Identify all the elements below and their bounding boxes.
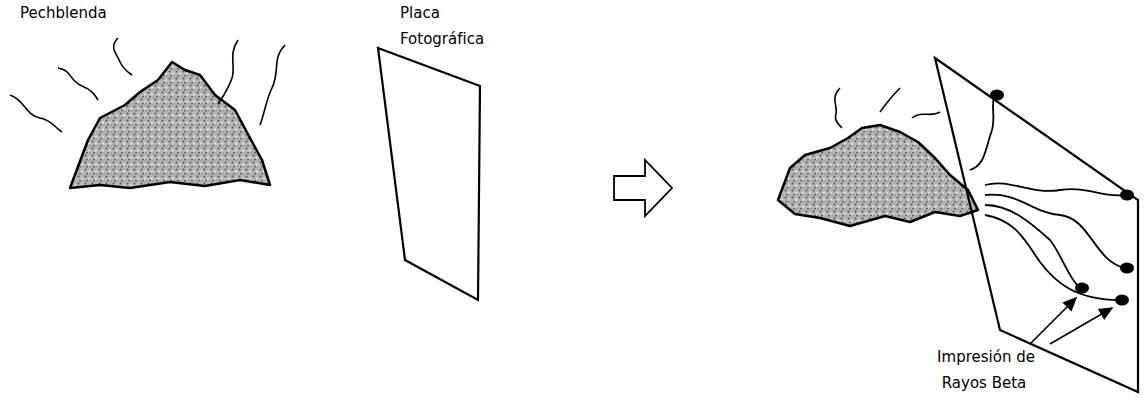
pitchblende-rock [778,125,978,226]
impact-dots [990,90,1134,306]
label-text: Pechblenda [20,4,107,22]
photographic-plate [378,48,480,300]
rock-label: Pechblenda [20,0,130,26]
leader-arrows [1030,298,1112,344]
plate-label: Placa Fotográfica [400,0,510,52]
radiation-waves [10,38,285,132]
beta-rays [970,95,1125,300]
label-text: Placa Fotográfica [400,4,484,48]
label-text: Impresión de Rayos Beta [935,348,1035,392]
photographic-plate [935,58,1138,392]
beta-label: Impresión de Rayos Beta [925,344,1045,396]
pitchblende-rock [70,62,270,188]
transition-arrow [614,160,672,216]
radiation-waves [835,88,940,128]
